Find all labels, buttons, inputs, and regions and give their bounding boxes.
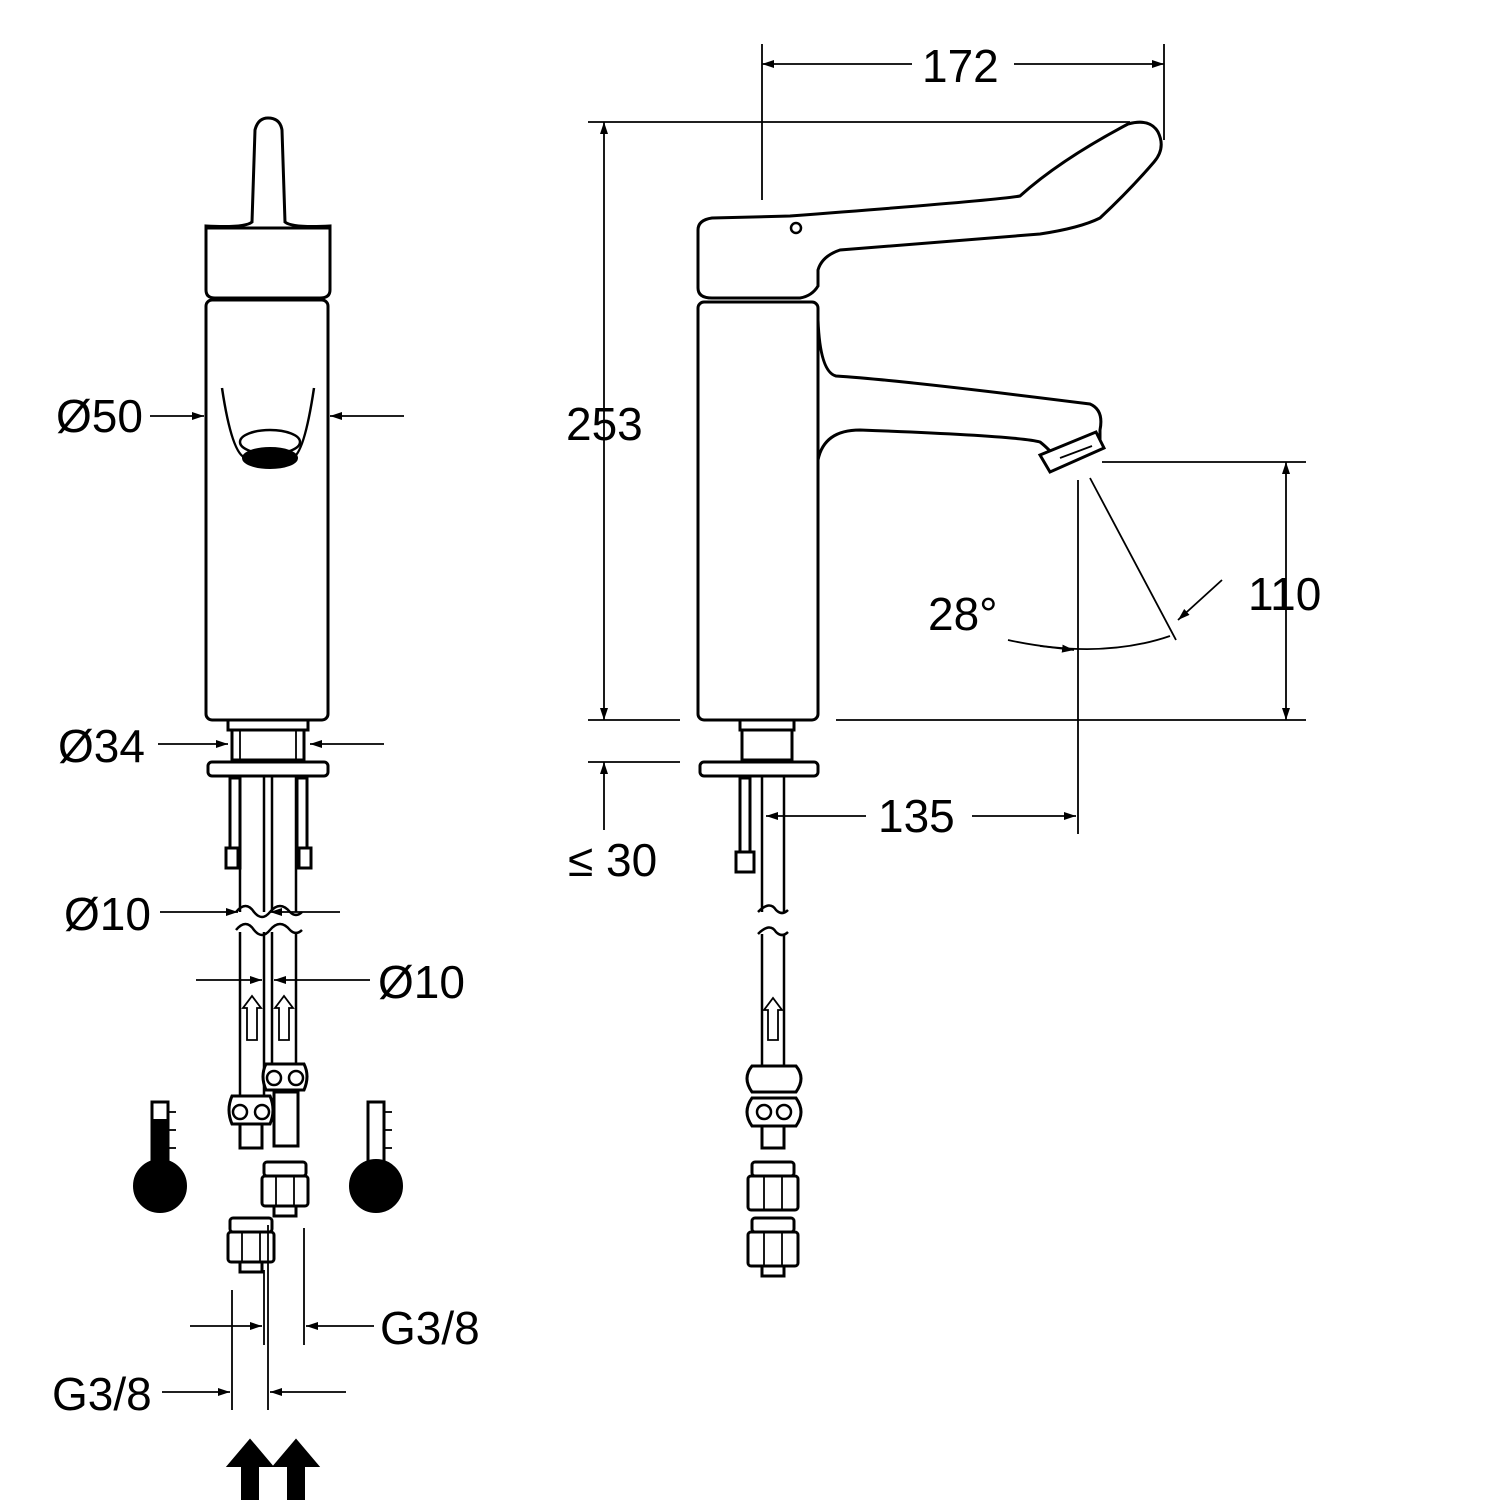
label-diameter-50: Ø50 [56, 390, 143, 442]
aerator-opening [242, 447, 298, 469]
front-view [133, 116, 404, 1500]
thermometer-hot-icon [133, 1100, 187, 1213]
label-max-30: ≤ 30 [568, 834, 657, 886]
label-thread-g38-right: G3/8 [380, 1302, 480, 1354]
faucet-body [204, 298, 330, 722]
label-height-110: 110 [1248, 568, 1321, 620]
spout [816, 319, 1103, 466]
mounting-plate [206, 760, 330, 778]
label-height-253: 253 [566, 398, 643, 450]
label-diameter-10-left: Ø10 [64, 888, 151, 940]
label-width-172: 172 [922, 40, 999, 92]
flow-arrow-cold [273, 994, 295, 1041]
label-reach-135: 135 [878, 790, 955, 842]
label-thread-g38-left: G3/8 [52, 1368, 152, 1420]
label-angle-28: 28° [928, 588, 998, 640]
side-view [588, 44, 1306, 1278]
label-diameter-10-right: Ø10 [378, 956, 465, 1008]
label-diameter-34: Ø34 [58, 720, 145, 772]
thermometer-cold-icon [349, 1100, 403, 1213]
side-lever [696, 120, 1163, 300]
water-inflow-arrow-icon [225, 1438, 321, 1500]
aerator [1037, 430, 1107, 474]
lever-handle [204, 116, 332, 242]
flow-arrow-hot [241, 994, 263, 1041]
side-body [696, 300, 820, 722]
cap [204, 226, 332, 300]
